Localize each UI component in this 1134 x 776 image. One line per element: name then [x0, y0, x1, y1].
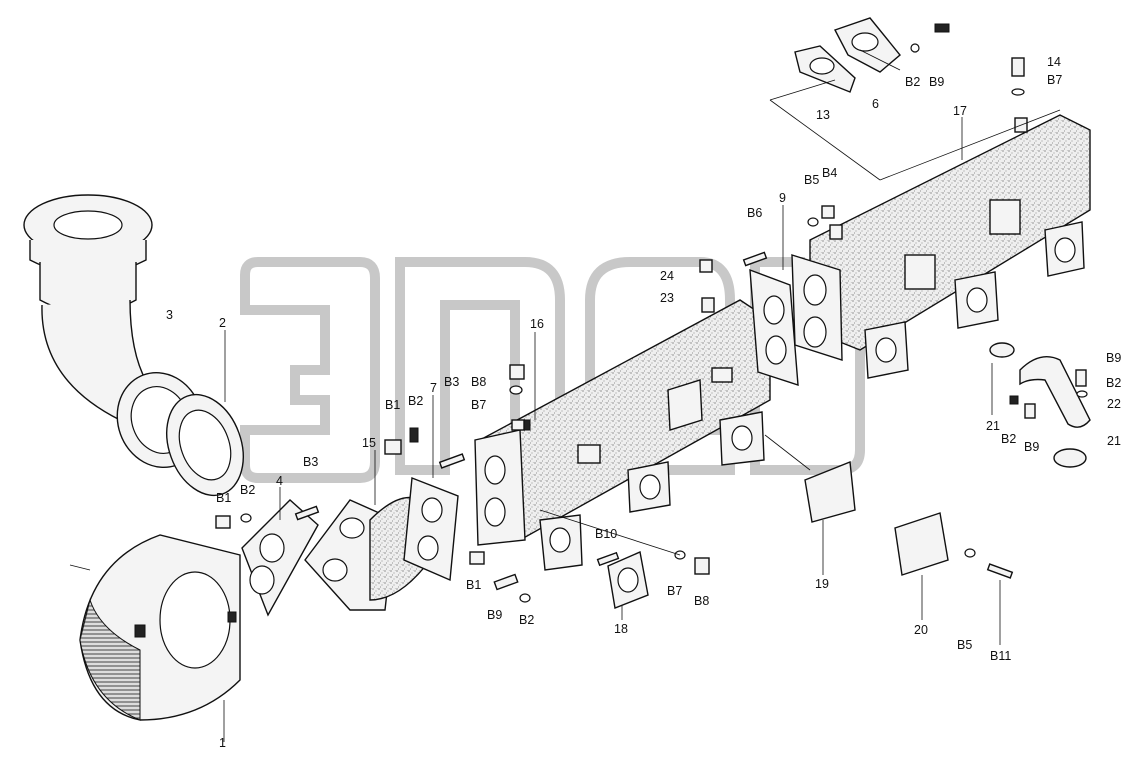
label-b6: B6 — [747, 206, 762, 220]
part-20-cover — [894, 512, 949, 576]
part-2-gasket — [166, 393, 244, 497]
label-b8a: B8 — [471, 375, 486, 389]
label-24: 24 — [660, 269, 674, 283]
label-6: 6 — [872, 97, 879, 111]
label-1: 1 — [219, 736, 226, 750]
label-2: 2 — [219, 316, 226, 330]
label-19: 19 — [815, 577, 829, 591]
label-23: 23 — [660, 291, 674, 305]
label-b9a: B9 — [487, 608, 502, 622]
label-22: 22 — [1107, 397, 1121, 411]
label-b2d: B2 — [905, 75, 920, 89]
part-4-gasket — [241, 499, 319, 617]
part-1-heat-shield — [79, 534, 241, 721]
label-b1b: B1 — [216, 491, 231, 505]
label-21b: 21 — [1107, 434, 1121, 448]
label-b5a: B5 — [804, 173, 819, 187]
label-b1c: B1 — [466, 578, 481, 592]
part-17-manifold-right — [791, 114, 1091, 379]
label-b9b: B9 — [929, 75, 944, 89]
label-b2e: B2 — [1001, 432, 1016, 446]
part-15-y-pipe — [304, 477, 459, 611]
leader-lines — [69, 49, 1061, 742]
part-9-gasket — [749, 268, 799, 386]
label-b7c: B7 — [1047, 73, 1062, 87]
manifold-center-section — [474, 297, 771, 571]
label-b7b: B7 — [667, 584, 682, 598]
label-15: 15 — [362, 436, 376, 450]
label-b2b: B2 — [240, 483, 255, 497]
label-b9c: B9 — [1024, 440, 1039, 454]
label-18: 18 — [614, 622, 628, 636]
part-14-plug — [1011, 57, 1025, 96]
label-b2a: B2 — [408, 394, 423, 408]
label-b2c: B2 — [519, 613, 534, 627]
label-7: 7 — [430, 381, 437, 395]
part-6-flange — [834, 17, 950, 73]
label-b3b: B3 — [303, 455, 318, 469]
label-b9d: B9 — [1106, 351, 1121, 365]
label-4: 4 — [276, 474, 283, 488]
part-19-gasket — [804, 461, 856, 523]
label-b10: B10 — [595, 527, 617, 541]
label-17: 17 — [953, 104, 967, 118]
label-16: 16 — [530, 317, 544, 331]
label-b8b: B8 — [694, 594, 709, 608]
part-13-gasket — [794, 45, 856, 93]
label-21a: 21 — [986, 419, 1000, 433]
label-b2f: B2 — [1106, 376, 1121, 390]
part-labels: 1 2 3 4 6 7 9 13 14 15 16 17 18 19 20 21… — [166, 55, 1121, 750]
label-b4: B4 — [822, 166, 837, 180]
label-b1a: B1 — [385, 398, 400, 412]
part-22-pipe — [989, 342, 1091, 468]
label-9: 9 — [779, 191, 786, 205]
label-b7a: B7 — [471, 398, 486, 412]
label-b3a: B3 — [444, 375, 459, 389]
label-3: 3 — [166, 308, 173, 322]
label-13: 13 — [816, 108, 830, 122]
part-18-gasket — [607, 551, 649, 609]
label-b11: B11 — [990, 649, 1011, 663]
label-b5b: B5 — [957, 638, 972, 652]
label-20: 20 — [914, 623, 928, 637]
label-14: 14 — [1047, 55, 1061, 69]
